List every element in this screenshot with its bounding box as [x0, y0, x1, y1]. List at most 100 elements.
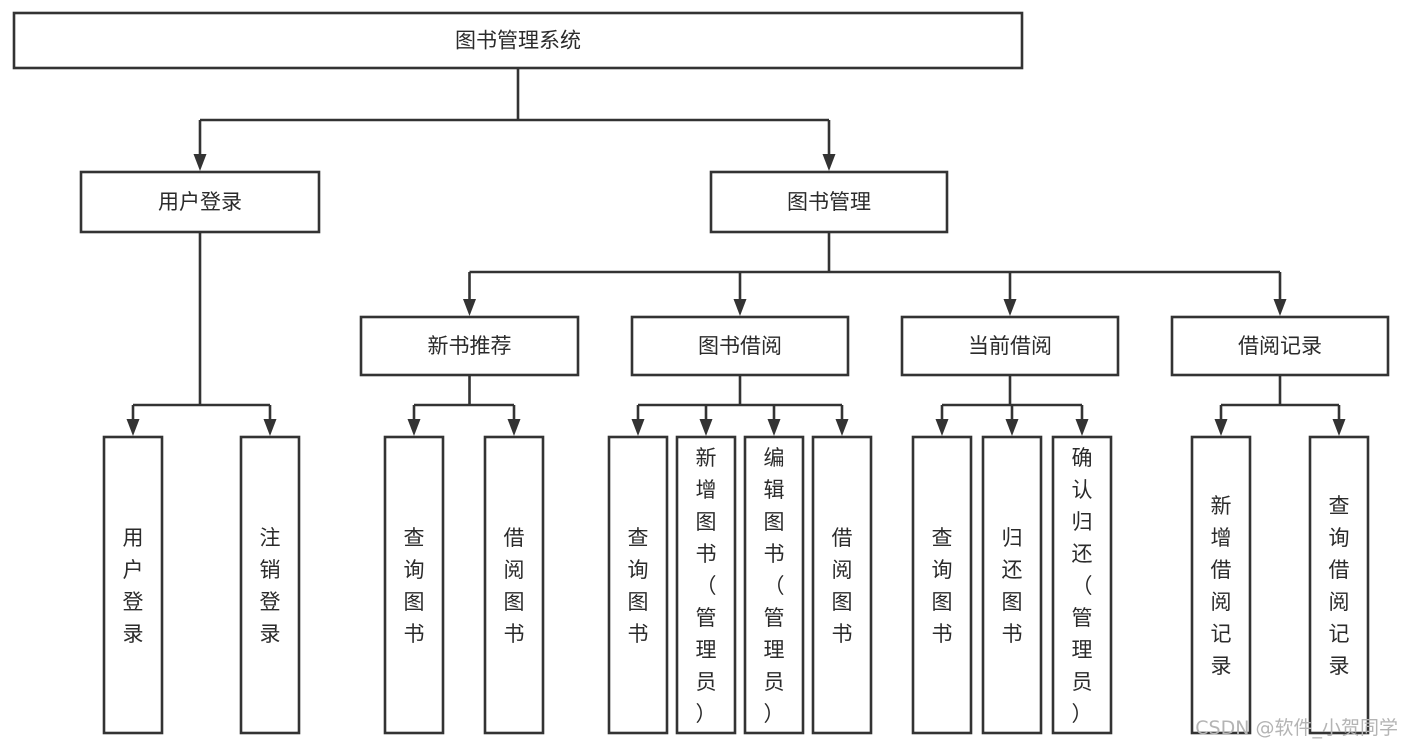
node-n-book-borrow[interactable]: 图书借阅 — [630, 315, 850, 377]
node-l-borrow-book-2[interactable]: 借阅图书借阅图书 — [811, 435, 873, 735]
node-box[interactable] — [743, 435, 805, 735]
node-label-char: ） — [764, 702, 785, 726]
node-label-char: ） — [1072, 702, 1093, 726]
node-label-char: 查 — [932, 526, 953, 550]
node-box[interactable] — [811, 435, 873, 735]
node-l-query-book-3[interactable]: 查询图书查询图书 — [911, 435, 973, 735]
node-l-query-book-2[interactable]: 查询图书查询图书 — [607, 435, 669, 735]
node-box[interactable] — [1170, 315, 1390, 377]
node-label-char: 管 — [1072, 606, 1093, 630]
node-box[interactable] — [900, 315, 1120, 377]
node-label-char: 还 — [1072, 542, 1093, 566]
node-n-user-login[interactable]: 用户登录 — [79, 170, 321, 234]
node-label-char: 员 — [764, 670, 785, 694]
node-n-new-book-rec[interactable]: 新书推荐 — [359, 315, 580, 377]
node-label-char: 增 — [696, 478, 717, 502]
node-l-query-record[interactable]: 查询借阅记录查询借阅记录 — [1308, 435, 1370, 735]
node-label-char: 确 — [1072, 446, 1093, 470]
node-label-char: 借 — [1211, 558, 1232, 582]
node-label-char: 登 — [123, 590, 144, 614]
connector-c-book-borrow — [631, 375, 849, 436]
node-box[interactable] — [1190, 435, 1252, 735]
node-label-char: 借 — [504, 526, 525, 550]
node-label: 用户登录 — [158, 190, 242, 214]
node-box[interactable] — [709, 170, 949, 234]
arrow-head-icon — [126, 419, 140, 436]
node-label-char: 记 — [1211, 622, 1232, 646]
node-label-char: 询 — [1329, 526, 1350, 550]
node-label-char: 销 — [260, 558, 281, 582]
connector-c-root — [193, 68, 836, 171]
node-box[interactable] — [1308, 435, 1370, 735]
node-label-char: 阅 — [1211, 590, 1232, 614]
node-box[interactable] — [359, 315, 580, 377]
arrow-head-icon — [631, 419, 645, 436]
arrow-head-icon — [733, 299, 747, 316]
node-label-char: （ — [764, 574, 785, 598]
node-n-borrow-record[interactable]: 借阅记录 — [1170, 315, 1390, 377]
node-label-char: 图 — [404, 590, 425, 614]
node-label-char: 查 — [1329, 494, 1350, 518]
arrow-head-icon — [1075, 419, 1089, 436]
node-label-char: 书 — [696, 542, 717, 566]
node-label-char: 查 — [628, 526, 649, 550]
node-box[interactable] — [911, 435, 973, 735]
arrow-head-icon — [835, 419, 849, 436]
node-label-char: 询 — [628, 558, 649, 582]
node-label-char: 书 — [404, 622, 425, 646]
node-label-char: 认 — [1072, 478, 1093, 502]
node-label-char: 录 — [123, 622, 144, 646]
node-l-add-record[interactable]: 新增借阅记录新增借阅记录 — [1190, 435, 1252, 735]
node-box[interactable] — [383, 435, 445, 735]
node-label-char: （ — [696, 574, 717, 598]
node-label-char: 管 — [696, 606, 717, 630]
node-label-char: 辑 — [764, 478, 785, 502]
node-label-char: 登 — [260, 590, 281, 614]
node-n-book-manage[interactable]: 图书管理 — [709, 170, 949, 234]
node-box[interactable] — [12, 11, 1024, 70]
node-box[interactable] — [981, 435, 1043, 735]
node-label-char: 书 — [628, 622, 649, 646]
node-root[interactable]: 图书管理系统 — [12, 11, 1024, 70]
node-label-char: 还 — [1002, 558, 1023, 582]
node-label-char: 录 — [1329, 654, 1350, 678]
node-l-user-login[interactable]: 用户登录用户登录 — [102, 435, 164, 735]
node-box[interactable] — [483, 435, 545, 735]
connector-c-borrow-record — [1214, 375, 1346, 436]
node-label-char: 录 — [260, 622, 281, 646]
node-n-current-borrow[interactable]: 当前借阅 — [900, 315, 1120, 377]
arrow-head-icon — [463, 299, 476, 316]
node-label-char: 询 — [404, 558, 425, 582]
node-box[interactable] — [102, 435, 164, 735]
node-box[interactable] — [239, 435, 301, 735]
node-label-char: 书 — [764, 542, 785, 566]
arrow-head-icon — [699, 419, 713, 436]
arrow-head-icon — [407, 419, 421, 436]
node-label-char: 新 — [1211, 494, 1232, 518]
arrow-head-icon — [1332, 419, 1346, 436]
node-label-char: 用 — [123, 526, 144, 550]
node-box[interactable] — [1051, 435, 1113, 735]
node-l-logout[interactable]: 注销登录注销登录 — [239, 435, 301, 735]
node-label-char: 图 — [1002, 590, 1023, 614]
node-box[interactable] — [630, 315, 850, 377]
node-layer: 图书管理系统用户登录图书管理新书推荐图书借阅当前借阅借阅记录用户登录用户登录注销… — [12, 11, 1390, 735]
arrow-head-icon — [1214, 419, 1228, 436]
node-label-char: 图 — [504, 590, 525, 614]
node-l-query-book-1[interactable]: 查询图书查询图书 — [383, 435, 445, 735]
node-box[interactable] — [675, 435, 737, 735]
node-label-char: 图 — [832, 590, 853, 614]
node-label-char: 阅 — [504, 558, 525, 582]
node-label-char: 图 — [628, 590, 649, 614]
node-label-char: 书 — [832, 622, 853, 646]
arrow-head-icon — [935, 419, 949, 436]
node-label-char: 员 — [696, 670, 717, 694]
node-l-borrow-book-1[interactable]: 借阅图书借阅图书 — [483, 435, 545, 735]
node-l-return-book[interactable]: 归还图书归还图书 — [981, 435, 1043, 735]
connector-c-book-manage — [463, 232, 1287, 316]
node-box[interactable] — [79, 170, 321, 234]
node-box[interactable] — [607, 435, 669, 735]
